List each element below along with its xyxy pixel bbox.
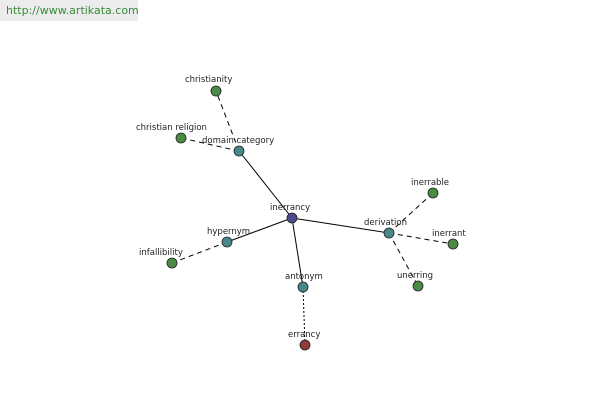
- edges-layer: [171, 90, 454, 346]
- edge-derivation-inerrant: [388, 232, 454, 245]
- edge-hypernym-infallibility: [171, 241, 228, 264]
- edge-domain-religion: [180, 137, 240, 152]
- node-religion-dot[interactable]: [175, 132, 187, 144]
- node-domain-label[interactable]: domain category: [202, 136, 274, 146]
- node-errancy[interactable]: errancy: [288, 330, 320, 351]
- edge-derivation-inerrable: [388, 192, 434, 234]
- node-inerrant[interactable]: inerrant: [432, 229, 466, 250]
- node-unerring-label[interactable]: unerring: [397, 271, 433, 281]
- node-inerrancy-dot[interactable]: [286, 212, 298, 224]
- node-inerrable[interactable]: inerrable: [411, 178, 449, 199]
- edge-inerrancy-derivation: [291, 217, 390, 234]
- node-derivation-dot[interactable]: [383, 227, 395, 239]
- node-inerrable-label[interactable]: inerrable: [411, 178, 449, 188]
- node-hypernym[interactable]: hypernym: [207, 227, 250, 248]
- node-inerrable-dot[interactable]: [427, 187, 439, 199]
- node-inerrancy-label[interactable]: inerrancy: [270, 203, 310, 213]
- node-infallibility-dot[interactable]: [166, 257, 178, 269]
- nodes-layer: inerrancy domain category hypernym antonym d…: [136, 75, 466, 351]
- node-errancy-label[interactable]: errancy: [288, 330, 320, 340]
- node-hypernym-dot[interactable]: [221, 236, 233, 248]
- node-errancy-dot[interactable]: [299, 339, 311, 351]
- edge-inerrancy-antonym: [291, 217, 304, 288]
- edge-derivation-unerring: [388, 232, 419, 287]
- node-derivation[interactable]: derivation: [364, 218, 407, 239]
- node-religion-label[interactable]: christian religion: [136, 123, 207, 133]
- node-infallibility-label[interactable]: infallibility: [139, 248, 183, 258]
- edge-inerrancy-domain: [238, 150, 293, 219]
- node-domain[interactable]: domain category: [202, 136, 274, 157]
- node-inerrant-label[interactable]: inerrant: [432, 229, 466, 239]
- node-inerrancy[interactable]: inerrancy: [270, 203, 310, 224]
- node-inerrant-dot[interactable]: [447, 238, 459, 250]
- node-hypernym-label[interactable]: hypernym: [207, 227, 250, 237]
- edge-inerrancy-hypernym: [226, 217, 293, 243]
- node-unerring-dot[interactable]: [412, 280, 424, 292]
- node-infallibility[interactable]: infallibility: [139, 248, 183, 269]
- node-religion[interactable]: christian religion: [136, 123, 207, 144]
- node-antonym-dot[interactable]: [297, 281, 309, 293]
- node-antonym[interactable]: antonym: [285, 272, 323, 293]
- node-unerring[interactable]: unerring: [397, 271, 433, 292]
- node-antonym-label[interactable]: antonym: [285, 272, 323, 282]
- node-christianity-label[interactable]: christianity: [185, 75, 232, 85]
- edge-antonym-errancy: [302, 286, 306, 346]
- site-url-link[interactable]: http://www.artikata.com: [6, 4, 139, 17]
- edge-domain-christianity: [215, 90, 240, 152]
- node-domain-dot[interactable]: [233, 145, 245, 157]
- url-banner: http://www.artikata.com: [0, 0, 139, 21]
- node-christianity-dot[interactable]: [210, 85, 222, 97]
- node-derivation-label[interactable]: derivation: [364, 218, 407, 228]
- node-christianity[interactable]: christianity: [185, 75, 232, 97]
